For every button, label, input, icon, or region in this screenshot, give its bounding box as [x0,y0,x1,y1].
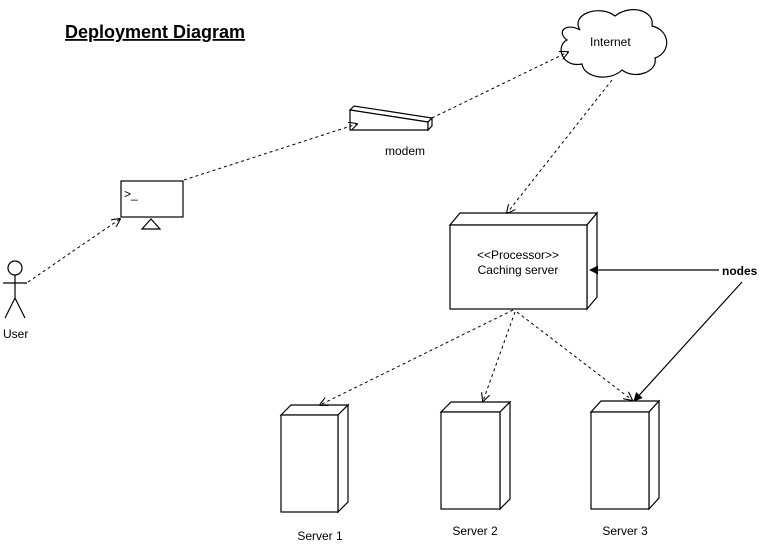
terminal-prompt: >_ [124,187,138,201]
edge-modem-to-internet [431,52,568,119]
terminal-screen [120,180,184,218]
server-2-label: Server 2 [452,524,498,538]
edge-terminal-to-modem [183,124,357,181]
caching-server-side [586,211,598,311]
server-3-node [589,399,661,511]
diagram-title: Deployment Diagram [65,22,245,42]
modem-side-face [427,116,433,132]
server-2-side [499,400,511,511]
server-3-top [589,400,661,413]
actor-head [7,260,23,276]
caching-server-top [448,212,599,226]
internet-label: Internet [590,35,631,49]
server-1-front [280,414,339,513]
server-1-side [337,403,349,514]
server-1-node [279,403,350,514]
server-1-label: Server 1 [297,529,343,543]
server-3-side [648,399,660,511]
server-3-label: Server 3 [602,524,648,538]
internet-cloud [560,9,668,78]
caching-server-front [449,224,588,310]
terminal-icon [120,180,184,230]
edge-caching-to-server-3 [516,311,632,400]
edge-caching-to-server-1 [320,309,514,405]
server-3-front [590,411,650,510]
edge-caching-to-server-2 [483,311,516,401]
nodes-arrow-to-server-3 [633,281,743,402]
modem-device [348,105,434,132]
server-2-top [439,401,512,413]
caching-server-stereotype: <<Processor>> [477,248,559,262]
actor-right-leg [14,297,26,319]
edge-internet-to-caching-server [507,79,613,213]
server-1-top [279,404,350,416]
terminal-stand [140,218,162,230]
user-actor [3,260,27,319]
edge-user-to-terminal [27,219,120,283]
modem-label: modem [385,144,425,158]
nodes-annotation: nodes [722,264,758,278]
server-2-node [439,400,512,511]
actor-left-leg [4,297,16,319]
caching-server-label: Caching server [478,263,559,277]
caching-server-node [448,211,599,311]
server-2-front [440,411,501,510]
user-label: User [3,327,28,341]
